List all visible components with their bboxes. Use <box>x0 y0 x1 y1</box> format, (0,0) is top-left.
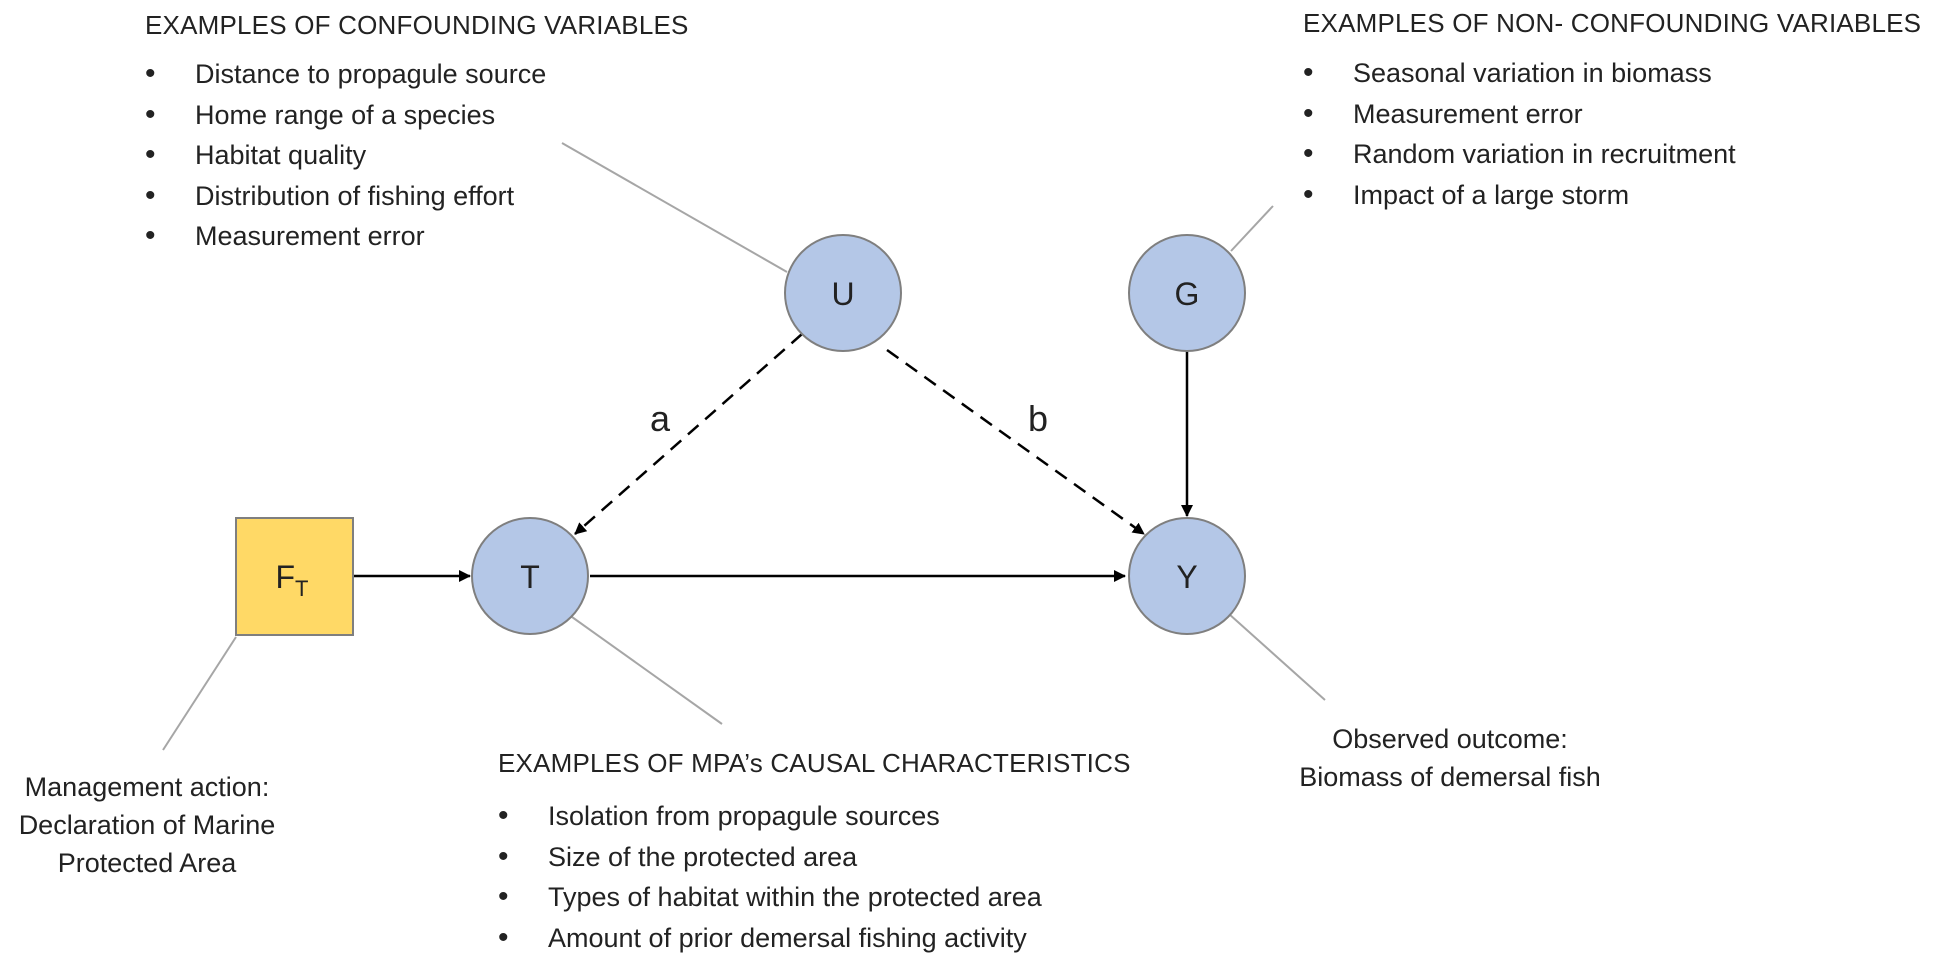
list-item: Distribution of fishing effort <box>145 176 546 217</box>
leader-g <box>1230 205 1274 252</box>
outcome-caption: Observed outcome: Biomass of demersal fi… <box>1270 720 1630 796</box>
node-g: G <box>1128 234 1246 352</box>
leader-f <box>162 636 237 751</box>
non-confounding-list: Seasonal variation in biomass Measuremen… <box>1303 53 1736 215</box>
list-item: Isolation from propagule sources <box>498 796 1042 837</box>
node-t-label: T <box>520 559 540 595</box>
edge-label-b: b <box>1028 398 1048 439</box>
node-ft: FT <box>235 517 354 636</box>
node-g-label: G <box>1175 276 1200 312</box>
list-item: Size of the protected area <box>498 837 1042 878</box>
leader-u <box>561 142 788 273</box>
leader-y <box>1228 613 1326 701</box>
causal-heading: EXAMPLES OF MPA’s CAUSAL CHARACTERISTICS <box>498 748 1131 778</box>
node-ft-subscript: T <box>295 576 308 601</box>
node-t: T <box>471 517 589 635</box>
node-u-label: U <box>831 276 854 312</box>
list-item: Measurement error <box>145 216 546 257</box>
leader-t <box>564 611 723 725</box>
list-item: Seasonal variation in biomass <box>1303 53 1736 94</box>
arrow-u-to-y-dashed <box>886 348 1145 536</box>
node-ft-label: FT <box>276 559 309 601</box>
management-line: Protected Area <box>57 848 237 878</box>
node-y-label: Y <box>1176 559 1197 595</box>
list-item: Distance to propagule source <box>145 54 546 95</box>
list-item: Amount of prior demersal fishing activit… <box>498 918 1042 959</box>
list-item: Types of habitat within the protected ar… <box>498 877 1042 918</box>
management-line: Declaration of Marine <box>18 810 276 840</box>
edge-label-a: a <box>650 398 671 439</box>
management-caption: Management action: Declaration of Marine… <box>2 768 292 882</box>
confounding-list: Distance to propagule source Home range … <box>145 54 546 257</box>
list-item: Random variation in recruitment <box>1303 134 1736 175</box>
list-item: Habitat quality <box>145 135 546 176</box>
list-item: Home range of a species <box>145 95 546 136</box>
management-line: Management action: <box>24 772 270 802</box>
outcome-line: Biomass of demersal fish <box>1299 762 1601 792</box>
confounding-heading: EXAMPLES OF CONFOUNDING VARIABLES <box>145 10 689 40</box>
list-item: Measurement error <box>1303 94 1736 135</box>
node-ft-main: F <box>276 559 296 595</box>
node-u: U <box>784 234 902 352</box>
outcome-line: Observed outcome: <box>1332 724 1568 754</box>
node-y: Y <box>1128 517 1246 635</box>
list-item: Impact of a large storm <box>1303 175 1736 216</box>
causal-list: Isolation from propagule sources Size of… <box>498 796 1042 958</box>
non-confounding-heading: EXAMPLES OF NON- CONFOUNDING VARIABLES <box>1303 8 1922 38</box>
arrow-u-to-t-dashed <box>574 333 803 535</box>
